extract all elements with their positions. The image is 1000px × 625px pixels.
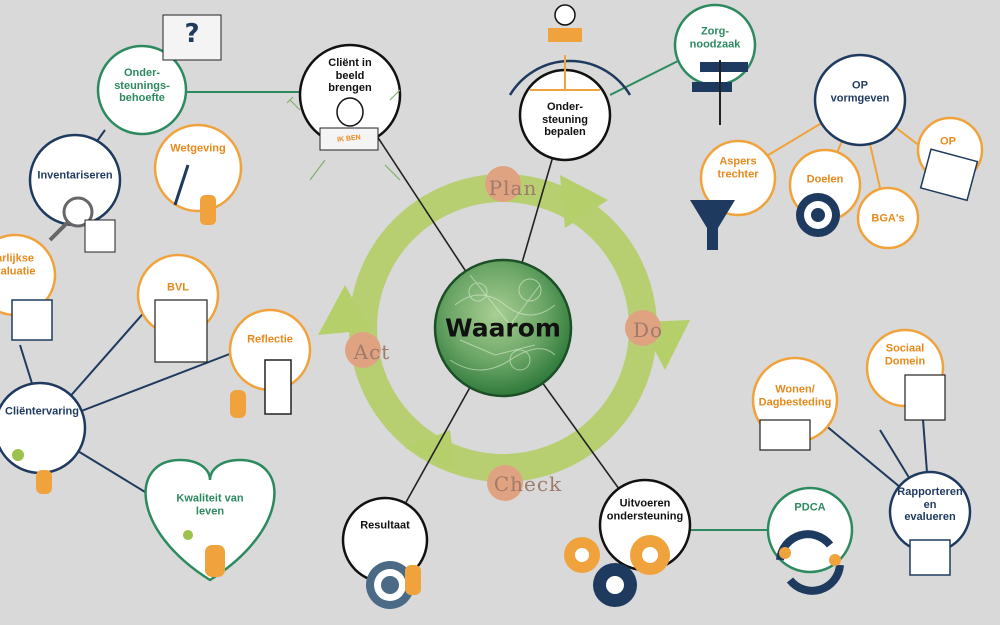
thumbs-icon bbox=[12, 449, 24, 461]
clipboard-icon bbox=[909, 539, 951, 576]
label-doelen: Doelen bbox=[806, 173, 844, 186]
node-sociaal-domein[interactable] bbox=[865, 328, 946, 421]
phase-dot-check bbox=[487, 465, 523, 501]
node-bgas[interactable] bbox=[856, 186, 920, 250]
label-bgas: BGA's bbox=[871, 212, 905, 225]
node-doelen[interactable] bbox=[788, 148, 862, 237]
green-lines bbox=[185, 59, 770, 531]
target-icon bbox=[796, 193, 840, 237]
label-wetgeving: Wetgeving bbox=[170, 142, 226, 155]
center-title: Waarom bbox=[445, 313, 561, 343]
node-ondersteuningsbehoefte[interactable]: ? bbox=[96, 14, 222, 136]
question-board bbox=[162, 14, 222, 61]
label-client: Cliënt in beeld brengen bbox=[328, 57, 372, 95]
document-icon bbox=[154, 299, 208, 363]
phase-dot-plan bbox=[485, 166, 521, 202]
phase-label-act: Act bbox=[353, 340, 391, 364]
podium bbox=[548, 28, 582, 42]
node-clientervaring[interactable] bbox=[0, 381, 87, 494]
figure-body bbox=[205, 545, 225, 577]
gears-icon bbox=[564, 535, 670, 607]
node-resultaat[interactable] bbox=[341, 496, 429, 609]
label-zorgnoodzaak: Zorg- noodzaak bbox=[689, 25, 741, 50]
cycle-arrowhead-check bbox=[405, 430, 455, 470]
mirror-icon bbox=[264, 359, 292, 415]
laptop-icon bbox=[759, 419, 811, 451]
phase-label-check: Check bbox=[493, 472, 563, 496]
label-pdca: PDCA bbox=[794, 501, 826, 514]
figure-body bbox=[36, 470, 52, 494]
label-uitvoeren: Uitvoeren ondersteuning bbox=[606, 497, 684, 522]
node-wonen[interactable] bbox=[751, 356, 839, 451]
label-jaarlijkse-evaluatie: arlijkse valuatie bbox=[0, 252, 36, 277]
op-document-icon bbox=[919, 148, 979, 202]
ik-ben-sign bbox=[319, 127, 379, 151]
label-kwaliteit: Kwaliteit van leven bbox=[176, 492, 244, 517]
node-inventariseren[interactable] bbox=[28, 133, 122, 253]
head-figure bbox=[336, 97, 364, 127]
node-ondersteuning-bepalen[interactable] bbox=[508, 4, 632, 162]
phase-dot-do bbox=[625, 310, 661, 346]
phase-dot-act bbox=[345, 332, 381, 368]
node-uitvoeren[interactable] bbox=[564, 478, 692, 607]
cycle-arrows-icon bbox=[776, 530, 844, 595]
figure-head bbox=[554, 4, 576, 26]
label-clientervaring: Cliëntervaring bbox=[5, 405, 79, 418]
label-reflectie: Reflectie bbox=[247, 333, 293, 346]
node-reflectie[interactable] bbox=[228, 308, 312, 418]
label-asperstrechter: Aspers trechter bbox=[717, 155, 759, 180]
funnel-icon bbox=[690, 200, 735, 250]
phase-label-plan: Plan bbox=[488, 176, 538, 200]
figure-body bbox=[405, 565, 421, 595]
flower-icon bbox=[183, 530, 193, 540]
label-sociaal-domein: Sociaal Domein bbox=[884, 342, 926, 367]
arrow-icons bbox=[286, 89, 401, 181]
pdca-cycle-ring bbox=[318, 166, 690, 501]
cycle-arrowhead-plan bbox=[560, 175, 608, 228]
label-resultaat: Resultaat bbox=[360, 519, 410, 532]
label-op-vormgeven: OP vormgeven bbox=[830, 79, 890, 104]
sword-icon bbox=[173, 164, 190, 206]
figure-body bbox=[230, 390, 246, 418]
node-op-vormgeven[interactable] bbox=[813, 53, 907, 147]
signpost-icon bbox=[692, 60, 748, 125]
target-icon bbox=[366, 561, 414, 609]
node-wetgeving[interactable] bbox=[153, 123, 243, 225]
node-kwaliteit[interactable] bbox=[144, 458, 276, 582]
justitia-body bbox=[200, 195, 216, 225]
node-bvl[interactable] bbox=[136, 253, 220, 363]
node-zorgnoodzaak[interactable] bbox=[673, 3, 757, 125]
center-globe[interactable] bbox=[433, 258, 573, 398]
label-ondersteuningsbehoefte: Onder- steunings- behoefte bbox=[114, 67, 170, 105]
node-pdca[interactable] bbox=[766, 486, 854, 595]
clipboard-icon bbox=[904, 374, 946, 421]
label-ondersteuning-bepalen: Onder- steuning bepalen bbox=[542, 101, 588, 139]
phase-label-do: Do bbox=[632, 318, 664, 342]
label-rapporteren: Rapporteren en evalueren bbox=[897, 486, 963, 524]
label-inventariseren: Inventariseren bbox=[37, 169, 113, 182]
magnifier-icon bbox=[48, 196, 94, 242]
node-jaarlijkse-evaluatie[interactable] bbox=[0, 233, 57, 341]
question-mark-icon: ? bbox=[184, 19, 199, 49]
label-wonen: Wonen/ Dagbesteding bbox=[758, 383, 832, 408]
label-op: OP bbox=[940, 135, 956, 148]
clipboard-icon bbox=[11, 299, 53, 341]
node-rapporteren[interactable] bbox=[888, 470, 972, 576]
node-op[interactable] bbox=[916, 116, 984, 202]
label-bvl: BVL bbox=[167, 281, 189, 294]
note-card bbox=[84, 219, 116, 253]
node-asperstrechter[interactable] bbox=[690, 139, 777, 250]
node-client[interactable] bbox=[286, 43, 402, 181]
cycle-arrowhead-act bbox=[318, 285, 370, 335]
